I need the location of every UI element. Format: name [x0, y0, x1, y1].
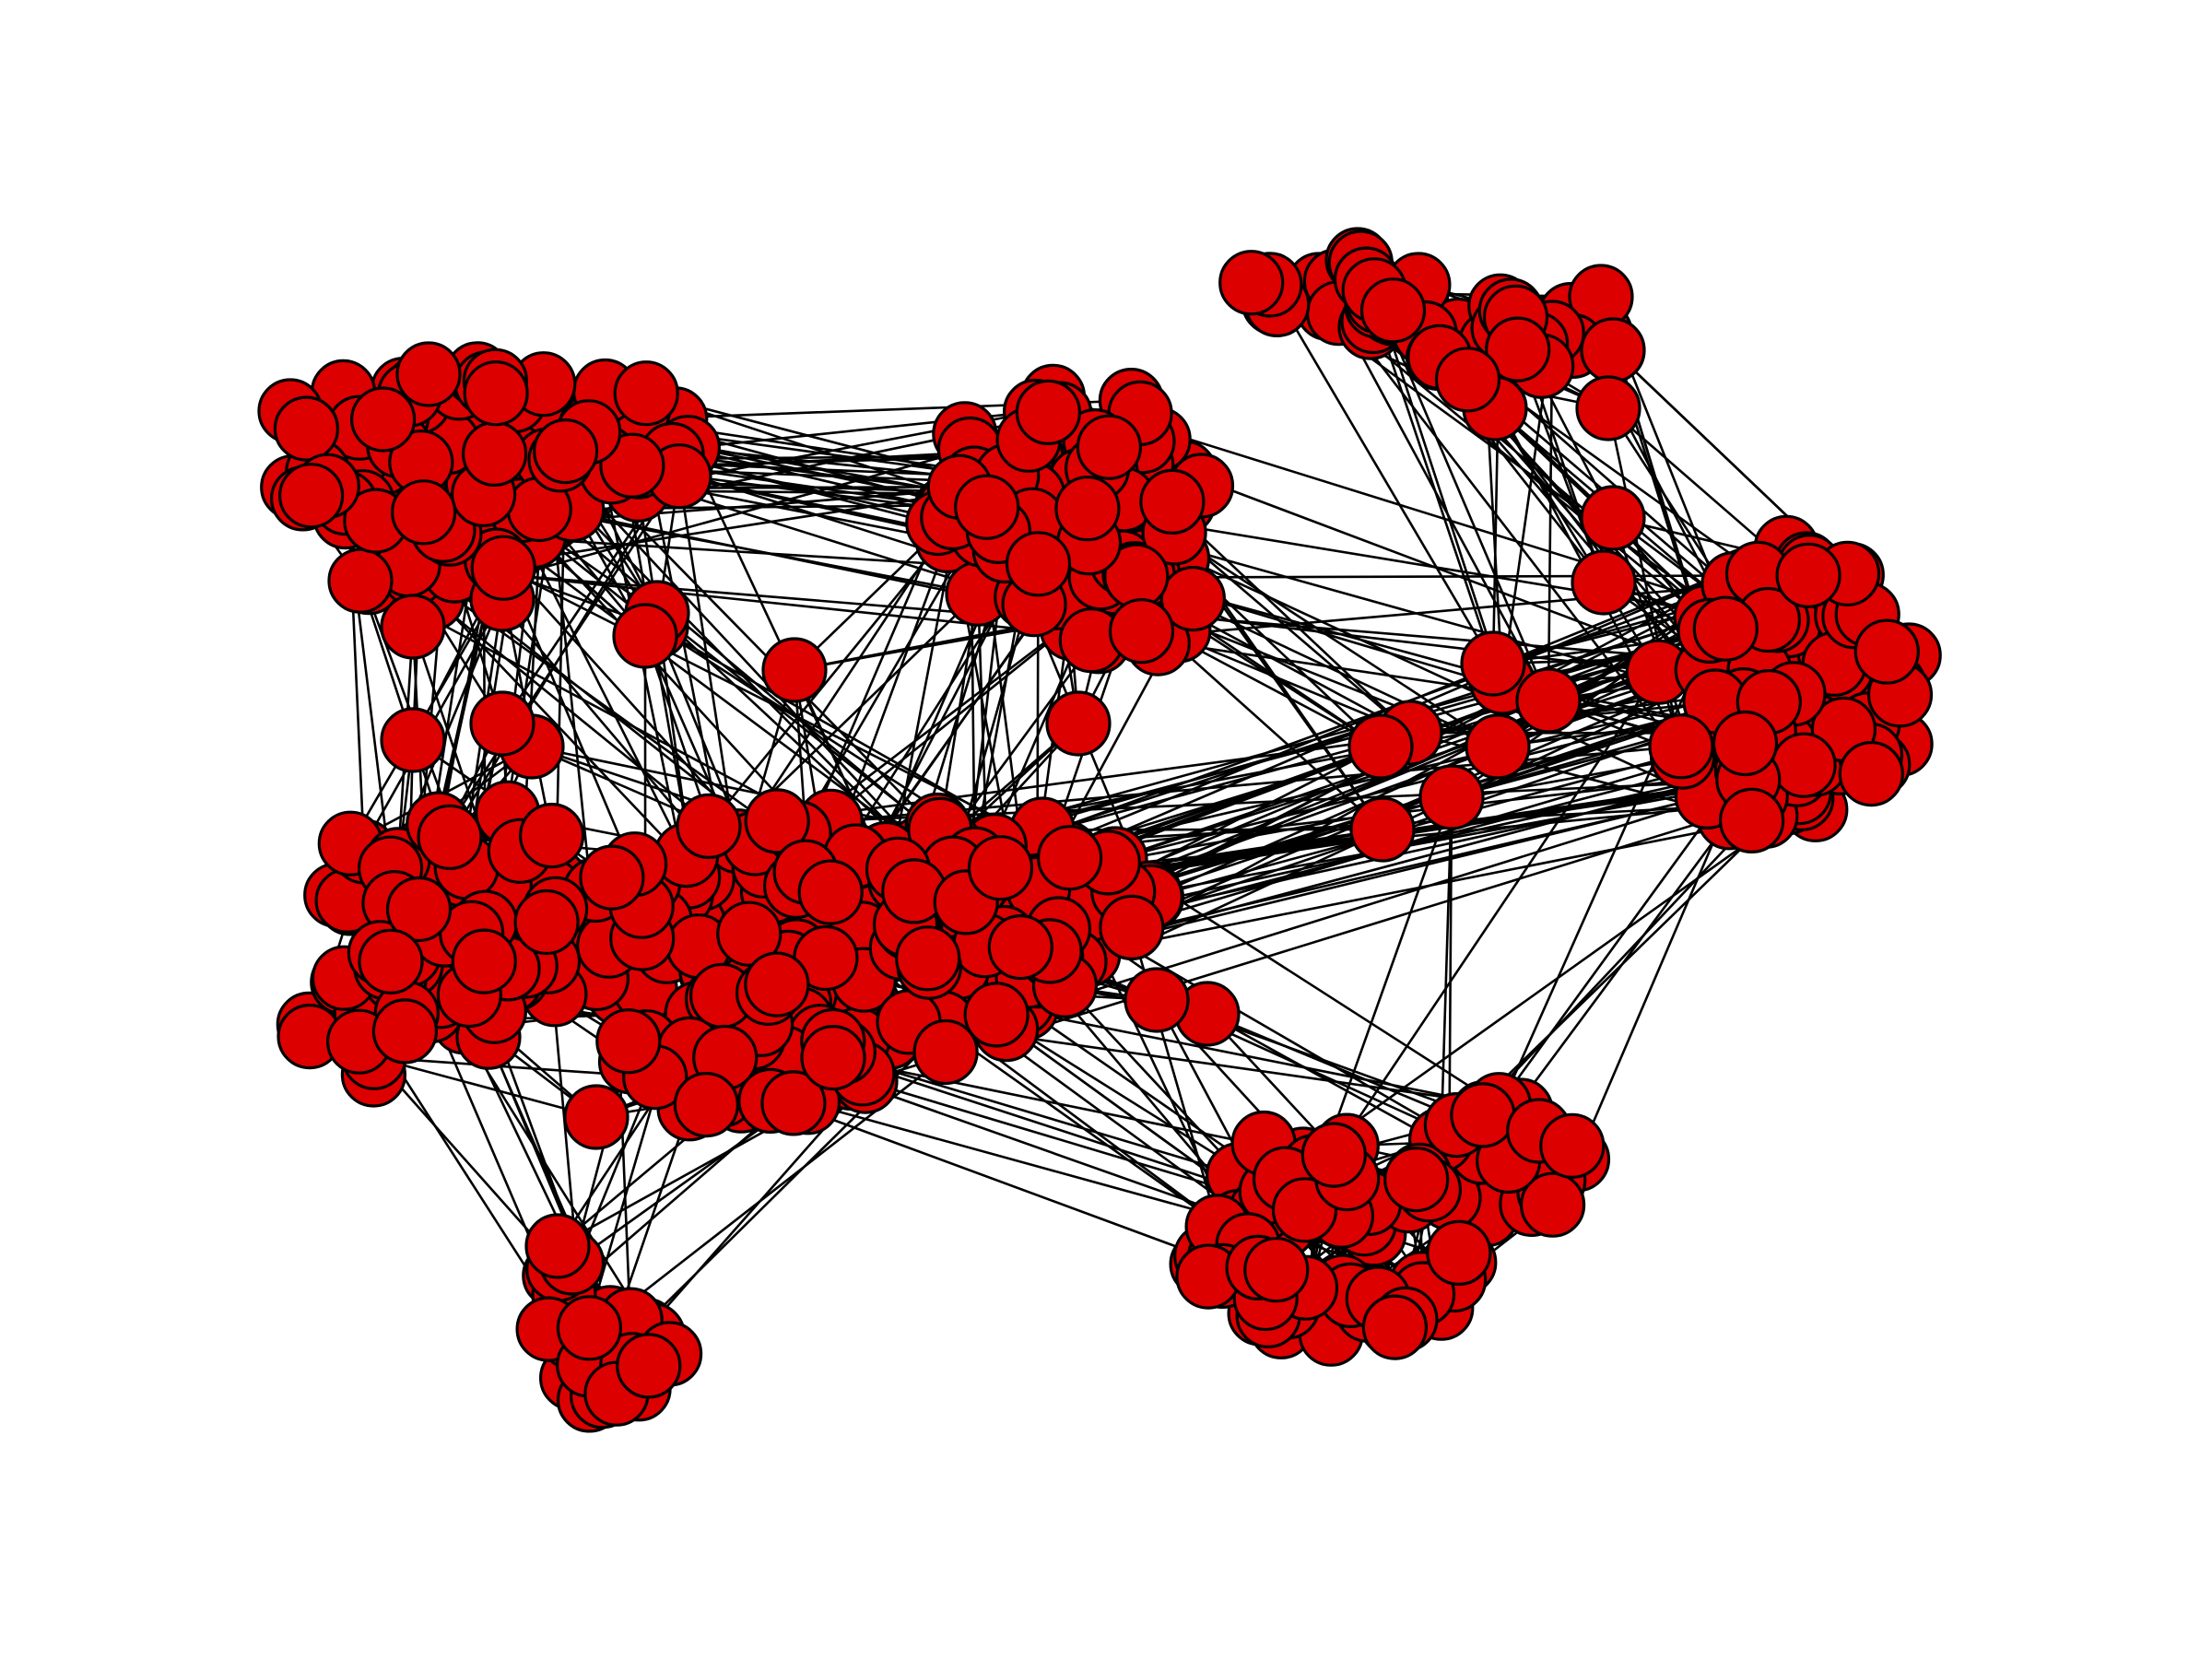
graph-node: [1347, 713, 1414, 780]
graph-node: [760, 1070, 827, 1136]
graph-node: [1434, 347, 1501, 413]
graph-node: [595, 1008, 662, 1075]
graph-node: [327, 547, 394, 614]
graph-node: [524, 1213, 591, 1279]
graph-node: [1099, 894, 1165, 961]
graph-node: [1243, 1237, 1310, 1303]
graph-node: [1838, 740, 1904, 807]
graph-node: [612, 603, 678, 669]
graph-edge: [1064, 983, 1369, 1312]
graph-node: [673, 1071, 740, 1138]
graph-node: [1361, 1294, 1429, 1360]
graph-node: [451, 928, 517, 994]
graph-node: [1359, 277, 1427, 344]
graph-node: [1580, 485, 1646, 551]
graph-node: [1300, 1122, 1367, 1188]
graph-node: [273, 395, 339, 462]
graph-node: [1692, 595, 1759, 662]
graph-node: [1124, 967, 1190, 1033]
graph-node: [1460, 630, 1526, 697]
graph-node: [380, 594, 446, 660]
graph-node: [385, 876, 453, 943]
graph-node: [278, 463, 345, 529]
graph-edge: [1337, 312, 1550, 702]
graph-node: [676, 793, 742, 860]
graph-node: [1575, 375, 1641, 441]
graph-node: [1426, 1219, 1492, 1287]
graph-node: [532, 418, 599, 485]
graph-node: [470, 535, 536, 601]
graph-node: [358, 928, 424, 994]
graph-node: [556, 1295, 623, 1361]
graph-node: [1718, 787, 1785, 854]
graph-node: [469, 690, 535, 757]
graph-node: [1005, 531, 1072, 597]
graph-node: [1108, 598, 1175, 665]
graph-node: [716, 900, 782, 967]
graph-node: [1139, 468, 1206, 535]
graph-edge: [412, 572, 704, 880]
graph-node: [463, 360, 529, 427]
graph-node: [518, 802, 585, 869]
graph-node: [1418, 764, 1485, 830]
graph-node: [1539, 1112, 1606, 1179]
graph-node: [761, 637, 828, 703]
graph-node: [1775, 542, 1841, 608]
graph-node: [1054, 476, 1121, 542]
graph-node: [1519, 1171, 1586, 1238]
graph-node: [1450, 1082, 1516, 1148]
graph-node: [616, 1333, 682, 1399]
graph-node: [1159, 565, 1227, 632]
graph-node: [1218, 250, 1285, 316]
graph-node: [417, 804, 483, 870]
graph-node: [1036, 825, 1103, 891]
graph-node: [967, 835, 1034, 901]
graph-node: [391, 479, 457, 546]
graph-node: [1465, 713, 1531, 780]
graph-node: [1515, 667, 1582, 734]
graph-edge: [1377, 300, 1504, 684]
graph-node: [895, 925, 961, 992]
graph-node: [800, 1024, 866, 1091]
graph-node: [380, 707, 446, 773]
graph-node: [563, 1084, 629, 1150]
graph-node: [987, 913, 1053, 981]
graph-node: [797, 859, 864, 925]
graph-node: [579, 844, 645, 911]
graph-node: [613, 360, 679, 427]
graph-node: [1580, 317, 1646, 383]
graph-node: [371, 998, 438, 1065]
graph-node: [395, 341, 462, 407]
graph-node: [1853, 618, 1920, 685]
graph-node: [1015, 379, 1082, 445]
graph-node: [954, 474, 1020, 540]
nodes-layer: [257, 227, 1942, 1433]
graph-node: [963, 982, 1030, 1048]
graph-node: [744, 788, 810, 854]
graph-edge: [1377, 300, 1550, 702]
graph-node: [1045, 690, 1112, 757]
graph-node: [912, 1018, 979, 1086]
graph-node: [1771, 732, 1837, 798]
graph-node: [1349, 796, 1416, 863]
graph-node: [461, 420, 528, 487]
graph-node: [1648, 713, 1714, 780]
graph-node: [1485, 316, 1551, 382]
graph-node: [1076, 414, 1143, 480]
graph-node: [599, 432, 665, 499]
graph-node: [1571, 549, 1637, 616]
graph-node: [1383, 1146, 1450, 1213]
graph-edge: [1268, 283, 1495, 665]
graph-node: [350, 386, 417, 453]
graph-node: [1712, 710, 1779, 777]
graph-node: [744, 951, 810, 1018]
graph-edge: [372, 1055, 598, 1119]
graph-node: [513, 888, 580, 956]
graph-edge: [1050, 772, 1799, 958]
